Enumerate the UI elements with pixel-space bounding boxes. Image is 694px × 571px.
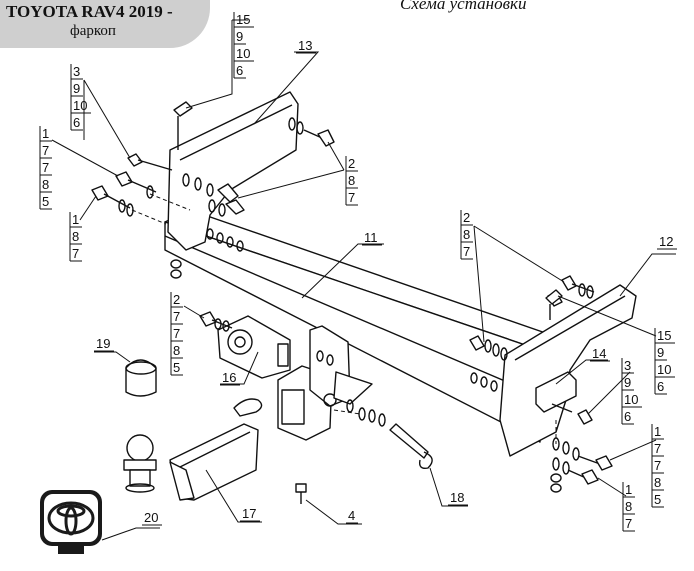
- callout-c20: 20: [142, 510, 162, 526]
- crossbar-beam: [164, 209, 561, 443]
- callout-c13: 13: [296, 38, 316, 54]
- callout-number: 5: [173, 360, 180, 375]
- product-subtitle: фаркоп: [70, 23, 116, 39]
- callout-number: 18: [450, 490, 464, 505]
- callout-number: 7: [463, 244, 470, 259]
- callout-number: 4: [348, 508, 355, 523]
- callout-c11: 11: [362, 230, 382, 246]
- small-bolt: [295, 483, 307, 504]
- logo-badge: [40, 490, 102, 554]
- callout-number: 7: [348, 190, 355, 205]
- callout-number: 15: [657, 328, 671, 343]
- callout-c4: 4: [346, 508, 358, 524]
- callout-number: 6: [624, 409, 631, 424]
- callout-number: 8: [42, 177, 49, 192]
- callout-c1c: 1 7 7 8 5: [651, 424, 664, 508]
- callout-c15a: 15 9 10 6: [233, 12, 254, 79]
- callout-number: 17: [242, 506, 256, 521]
- callout-number: 8: [72, 229, 79, 244]
- left-bracket: [167, 91, 299, 251]
- callout-number: 7: [654, 441, 661, 456]
- assembly-guides: [131, 193, 557, 444]
- scheme-title: Схема установки: [400, 0, 527, 13]
- callout-c2b: 2 8 7: [460, 210, 473, 260]
- callout-number: 3: [73, 64, 80, 79]
- callout-number: 10: [73, 98, 87, 113]
- callout-labels: 1591061339106177852871871128712277851916…: [39, 12, 677, 532]
- ball-mount: [123, 423, 259, 501]
- callout-c17: 17: [240, 506, 260, 522]
- callout-number: 20: [144, 510, 158, 525]
- callout-number: 1: [72, 212, 79, 227]
- callout-number: 10: [657, 362, 671, 377]
- callout-number: 1: [625, 482, 632, 497]
- callout-c1d: 1 8 7: [622, 482, 635, 532]
- callout-number: 8: [173, 343, 180, 358]
- callout-number: 14: [592, 346, 606, 361]
- callout-c18: 18: [448, 490, 468, 506]
- model-title: TOYOTA RAV4 2019 -: [6, 2, 173, 21]
- callout-number: 8: [625, 499, 632, 514]
- callout-number: 15: [236, 12, 250, 27]
- right-bracket: [499, 284, 637, 457]
- callout-number: 11: [364, 230, 378, 245]
- callout-number: 19: [96, 336, 110, 351]
- ball-cap: [125, 359, 157, 397]
- callout-number: 9: [236, 29, 243, 44]
- callout-number: 9: [73, 81, 80, 96]
- receiver-tube: [277, 325, 373, 441]
- callout-number: 7: [173, 326, 180, 341]
- title-tab: TOYOTA RAV4 2019 - фаркоп: [0, 0, 210, 48]
- callout-c14: 14: [590, 346, 610, 362]
- callout-number: 1: [42, 126, 49, 141]
- callout-number: 2: [463, 210, 470, 225]
- callout-c16: 16: [220, 370, 240, 386]
- callout-number: 8: [463, 227, 470, 242]
- fasteners: [91, 101, 613, 493]
- hitch-pin: [389, 423, 433, 470]
- callout-number: 6: [236, 63, 243, 78]
- callout-number: 5: [42, 194, 49, 209]
- callout-number: 10: [236, 46, 250, 61]
- spring-clip: [233, 398, 263, 417]
- callout-c19: 19: [94, 336, 114, 352]
- callout-number: 16: [222, 370, 236, 385]
- callout-c2c: 2 7 7 8 5: [170, 292, 183, 376]
- callout-c12: 12: [657, 234, 677, 250]
- callout-c15b: 15 9 10 6: [654, 328, 675, 395]
- callout-number: 7: [42, 143, 49, 158]
- callout-number: 7: [173, 309, 180, 324]
- callout-number: 10: [624, 392, 638, 407]
- callout-number: 7: [42, 160, 49, 175]
- callout-number: 13: [298, 38, 312, 53]
- callout-number: 1: [654, 424, 661, 439]
- callout-number: 12: [659, 234, 673, 249]
- callout-number: 2: [173, 292, 180, 307]
- callout-c1a: 1 7 7 8 5: [39, 126, 52, 210]
- callout-number: 9: [624, 375, 631, 390]
- callout-number: 7: [654, 458, 661, 473]
- callout-c1b: 1 8 7: [69, 212, 82, 262]
- socket-plate: [217, 315, 291, 379]
- callout-c3b: 3 9 10 6: [621, 358, 642, 425]
- callout-number: 8: [348, 173, 355, 188]
- callout-number: 9: [657, 345, 664, 360]
- callout-number: 5: [654, 492, 661, 507]
- callout-number: 2: [348, 156, 355, 171]
- callout-number: 3: [624, 358, 631, 373]
- callout-number: 6: [657, 379, 664, 394]
- callout-c2a: 2 8 7: [345, 156, 358, 206]
- callout-c3a: 3 9 10 6: [70, 64, 91, 131]
- callout-number: 7: [625, 516, 632, 531]
- callout-number: 8: [654, 475, 661, 490]
- leader-lines: [51, 19, 676, 541]
- callout-number: 7: [72, 246, 79, 261]
- callout-number: 6: [73, 115, 80, 130]
